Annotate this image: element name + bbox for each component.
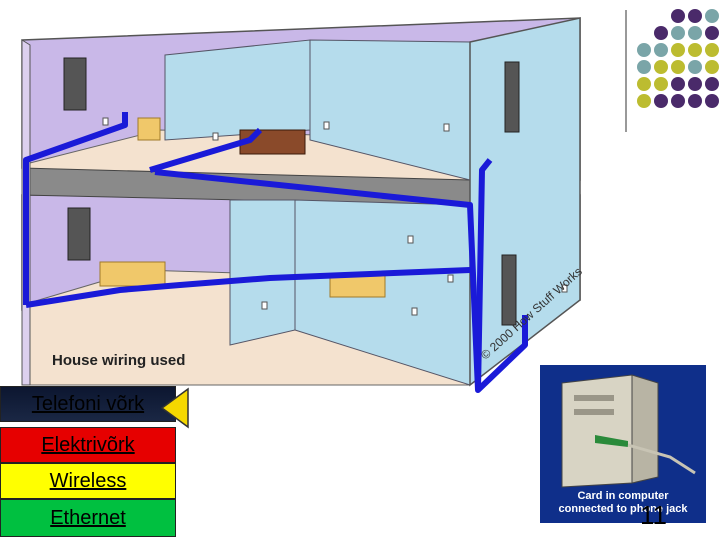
partition-lower-a (229, 199, 296, 346)
decorative-dot (688, 9, 702, 23)
page-number: 11 (640, 500, 667, 530)
decorative-dot (654, 77, 668, 91)
decorative-dot (705, 60, 719, 74)
decorative-dot (705, 9, 719, 23)
pointer-arrow-icon (160, 387, 189, 429)
computer-card-caption: Card in computer connected to phone jack (548, 490, 698, 516)
decorative-dot (688, 60, 702, 74)
decorative-dot (654, 43, 668, 57)
decorative-dot (654, 60, 668, 74)
decorative-dot (705, 43, 719, 57)
legend-label: Telefoni võrk (31, 392, 145, 415)
decorative-dot (654, 94, 668, 108)
wall-outlets (102, 117, 568, 316)
computer-card-panel (540, 365, 706, 523)
decorative-dot (671, 43, 685, 57)
decorative-dot (671, 60, 685, 74)
decorative-dot-grid (625, 9, 719, 132)
caption-line: connected to phone jack (558, 503, 688, 515)
house-caption: House wiring used (52, 352, 186, 369)
window (63, 57, 87, 111)
caption-line: Card in computer (577, 490, 669, 502)
legend-ethernet: Ethernet (0, 499, 176, 537)
legend-wireless: Wireless (0, 463, 176, 499)
legend-label: Wireless (49, 469, 127, 492)
decorative-dot (705, 94, 719, 108)
decorative-dot (671, 26, 685, 40)
decorative-dot (688, 94, 702, 108)
decorative-dot (688, 43, 702, 57)
decorative-dot (654, 26, 668, 40)
decorative-dot (705, 77, 719, 91)
computer-tower-icon (561, 374, 696, 488)
window (504, 61, 520, 133)
desk (329, 274, 386, 298)
legend-telephone-network: Telefoni võrk (0, 386, 176, 422)
window (67, 207, 91, 261)
decorative-dot (671, 9, 685, 23)
decorative-dot (637, 77, 651, 91)
decorative-dot (705, 26, 719, 40)
window (501, 254, 517, 326)
legend-electrical-network: Elektrivõrk (0, 427, 176, 463)
decorative-dot (637, 43, 651, 57)
wiring (23, 112, 528, 393)
decorative-dot (688, 26, 702, 40)
desk (137, 117, 161, 141)
legend-label: Ethernet (50, 506, 126, 529)
decorative-dot (671, 94, 685, 108)
legend-label: Elektrivõrk (41, 433, 135, 456)
decorative-dot (688, 77, 702, 91)
decorative-dot (637, 60, 651, 74)
decorative-dot (671, 77, 685, 91)
decorative-dot (637, 94, 651, 108)
desk (99, 261, 166, 287)
